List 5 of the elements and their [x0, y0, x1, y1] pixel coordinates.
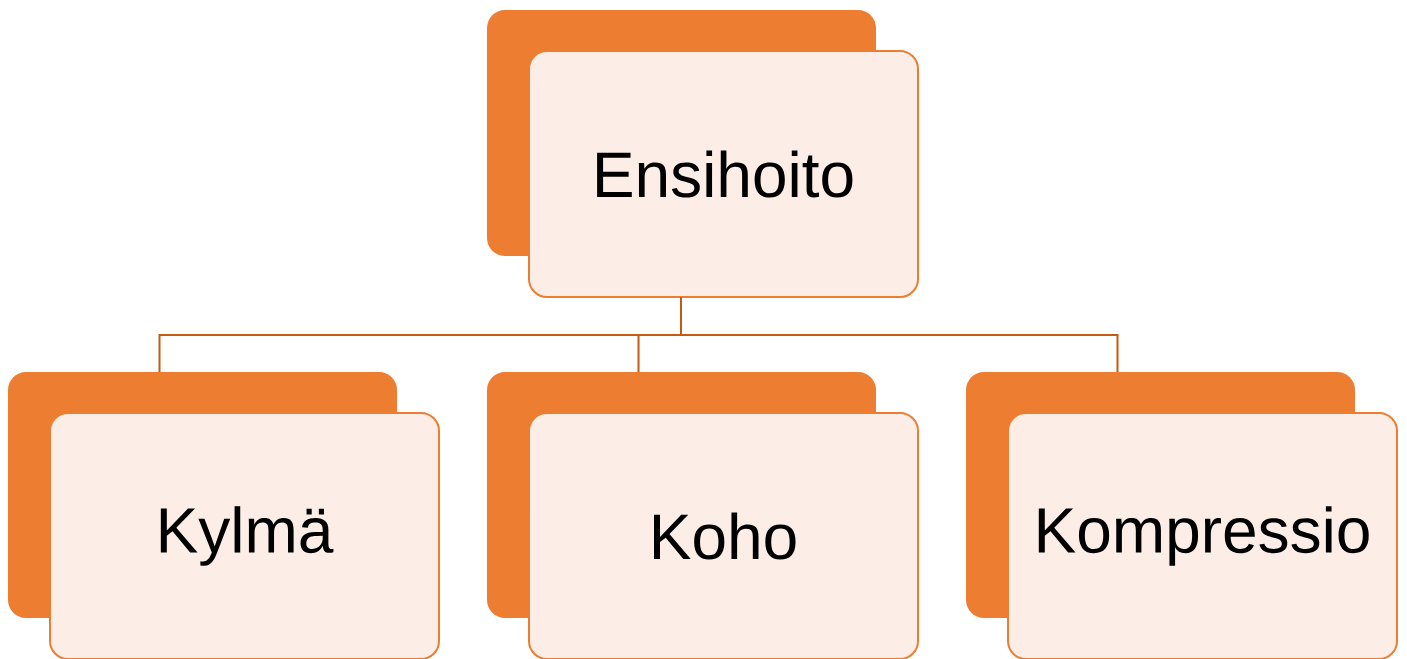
stacked-box: Koho [487, 372, 919, 659]
stacked-box: Ensihoito [487, 10, 919, 298]
stacked-box: Kylmä [8, 372, 440, 659]
connector-line [680, 296, 1119, 373]
stacked-box: Kompressio [966, 372, 1398, 659]
